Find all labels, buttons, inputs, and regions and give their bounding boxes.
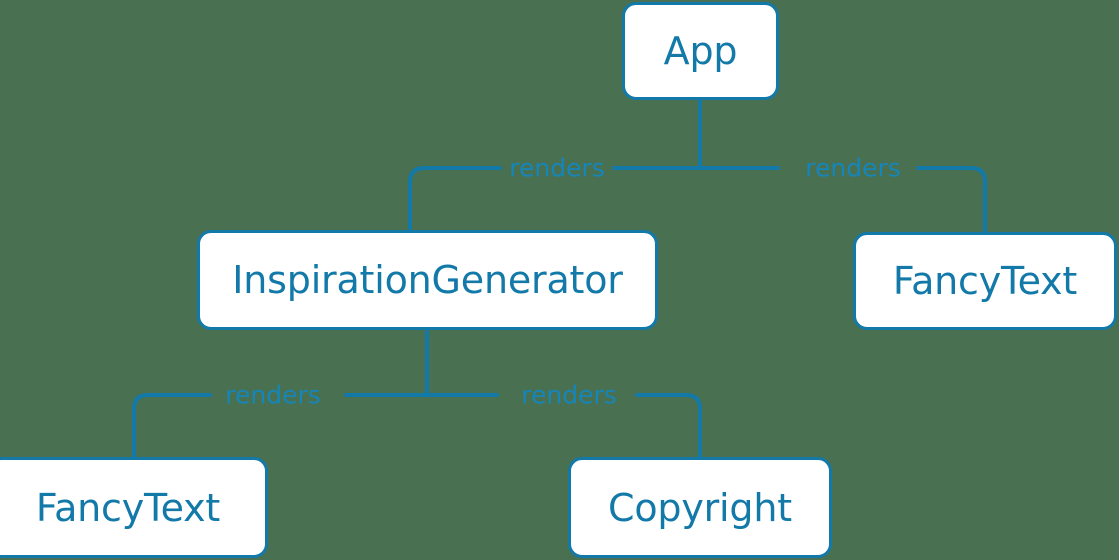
node-copyright[interactable]: Copyright: [568, 457, 832, 558]
node-inspiration-generator-label: InspirationGenerator: [232, 258, 623, 302]
node-fancytext-right[interactable]: FancyText: [853, 232, 1117, 330]
node-copyright-label: Copyright: [608, 485, 792, 530]
node-fancytext-left[interactable]: FancyText: [0, 457, 268, 558]
edge-label-app-inspgen: renders: [509, 153, 605, 183]
node-fancytext-right-label: FancyText: [892, 259, 1078, 303]
node-app[interactable]: App: [622, 2, 779, 100]
node-app-label: App: [663, 29, 738, 73]
node-fancytext-left-label: FancyText: [35, 485, 221, 530]
edge-label-app-fancytext-right: renders: [805, 153, 901, 183]
node-inspiration-generator[interactable]: InspirationGenerator: [197, 230, 658, 330]
edge-label-inspgen-fancytext-left: renders: [225, 380, 321, 410]
edge-label-inspgen-copyright: renders: [521, 380, 617, 410]
